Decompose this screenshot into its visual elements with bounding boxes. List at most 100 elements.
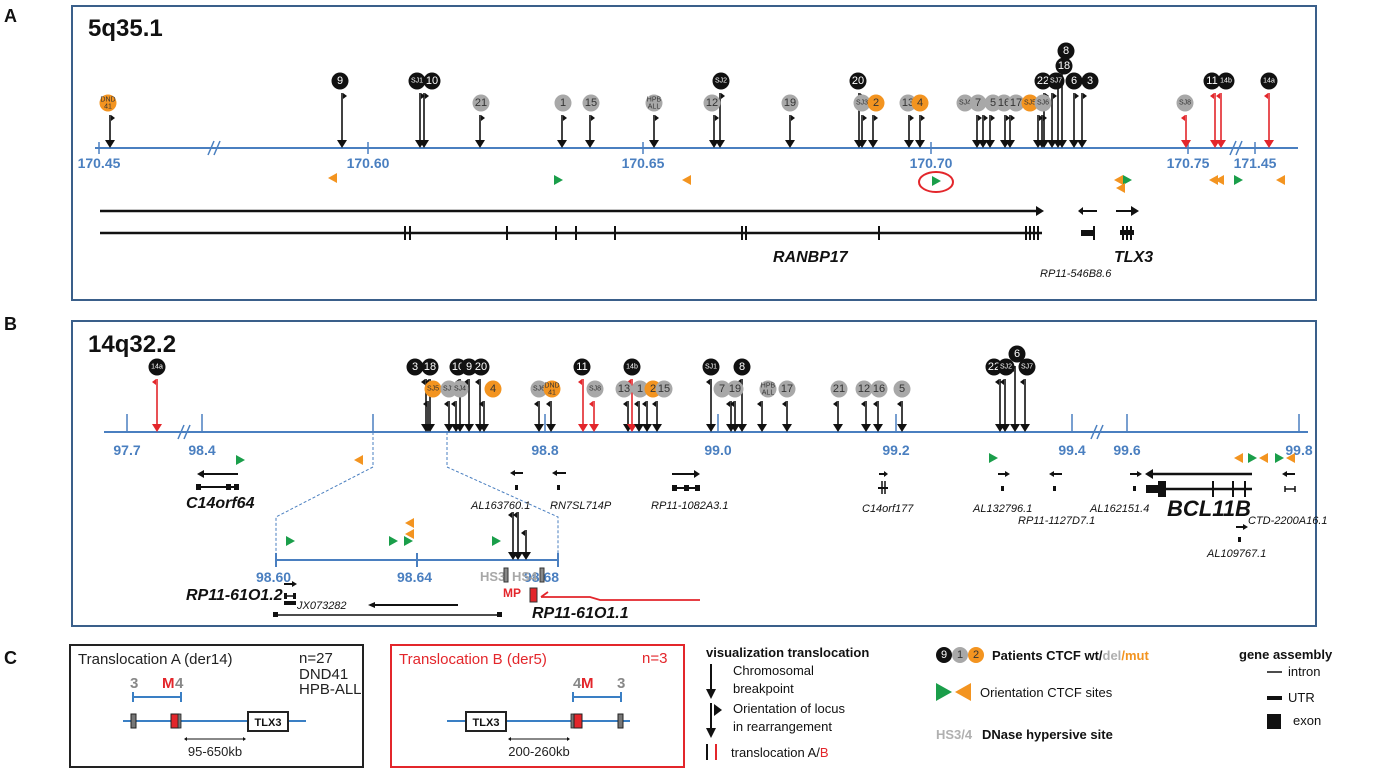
patient-badge: [1217, 72, 1235, 90]
patient-badge-label: 3: [1087, 75, 1093, 87]
gene-label-al109767: AL109767.1: [1206, 548, 1266, 560]
legend-translocation-b: B: [820, 745, 829, 760]
orientation-flag: [655, 115, 659, 121]
orientation-flag: [1181, 115, 1185, 121]
breakpoint-arrowhead: [652, 424, 662, 432]
translocation-a-title: Translocation A (der14): [78, 651, 233, 668]
patient-badge-label: SJ4: [959, 100, 971, 107]
breakpoint-arrowhead: [730, 424, 740, 432]
al132796-exon: [1001, 486, 1004, 491]
patient-badge-label: SJ7: [1050, 78, 1062, 85]
patient-badge-label: 12: [858, 383, 870, 395]
breakpoint-arrowhead: [1181, 140, 1191, 148]
breakpoint-arrowhead: [578, 424, 588, 432]
patient-badge-label: SJ2: [715, 78, 727, 85]
translocation-a-count: n=27: [299, 650, 333, 667]
breakpoint-arrowhead: [706, 424, 716, 432]
patient-badge: [1007, 94, 1025, 112]
patient-badge-label: 1: [560, 97, 566, 109]
legend-utr-icon: [1267, 696, 1282, 700]
orientation-flag: [111, 115, 115, 121]
orientation-flag: [591, 115, 595, 121]
ctcf-reverse-icon: [1114, 175, 1123, 185]
axis-tick-label: 170.70: [910, 155, 953, 171]
orientation-flag: [1000, 379, 1004, 385]
patient-badge: [849, 72, 867, 90]
legend-orientation-flag-icon: [714, 704, 722, 716]
ctcf-reverse-icon: [405, 518, 414, 528]
patient-badge: [870, 380, 888, 398]
panel-a-ctcf-sites: [328, 173, 1285, 193]
breakpoint-arrowhead: [782, 424, 792, 432]
patient-badge-label: 20: [475, 361, 487, 373]
highlight-circle: [918, 171, 954, 193]
legend-translocation-ab: translocation A/: [731, 745, 820, 760]
rp11-61o1-1-exon: [497, 612, 502, 617]
breakpoint-arrowhead: [585, 140, 595, 148]
breakpoint-arrowhead: [534, 424, 544, 432]
bcl11b-exon: [1158, 481, 1166, 497]
translocation-a-label-m: M: [162, 675, 175, 692]
patient-badge-label: SJ7: [1021, 364, 1033, 371]
legend-badge-del: [952, 647, 968, 663]
breakpoint-arrowhead: [152, 424, 162, 432]
patient-badge: [451, 380, 469, 398]
patient-badge-label: ALL: [762, 390, 775, 397]
patient-badge-label: 6: [1014, 348, 1020, 360]
hs4-label: HS4: [512, 569, 538, 584]
breakpoint-arrowhead: [464, 424, 474, 432]
orientation-flag: [897, 401, 901, 407]
axis-break-mark: [1090, 424, 1098, 440]
rp11-1127d7-arrowhead: [1049, 471, 1054, 477]
ctcf-reverse-icon: [1215, 175, 1224, 185]
patient-badge-label: 11: [1206, 75, 1217, 87]
distance-arrowhead: [508, 737, 511, 741]
patient-badge-label: SJ8: [1179, 100, 1191, 107]
patient-badge-label: SJ6: [1037, 100, 1049, 107]
patient-badge: [830, 380, 848, 398]
axis-tick-label: 99.8: [1285, 442, 1312, 458]
legend-ctcf-orientation: Orientation CTCF sites: [980, 685, 1113, 700]
breakpoint-arrowhead: [649, 140, 659, 148]
orientation-flag: [910, 115, 914, 121]
orientation-flag: [444, 401, 448, 407]
breakpoint-arrowhead: [479, 424, 489, 432]
gene-label-ranbp17: RANBP17: [773, 249, 849, 266]
patient-badge: [484, 380, 502, 398]
patient-badge: [1057, 42, 1075, 60]
orientation-flag: [642, 401, 646, 407]
gene-label-rp11-61o1-2: RP11-61O1.2: [186, 587, 283, 604]
breakpoint-arrowhead: [444, 424, 454, 432]
patient-badge: [472, 358, 490, 376]
c14orf64-arrowhead: [197, 470, 204, 478]
breakpoint-arrowhead: [337, 140, 347, 148]
axis-break-mark: [1229, 140, 1237, 156]
rp11-546b8-utr: [1081, 230, 1095, 236]
patient-badge: [655, 380, 673, 398]
axis-break-mark: [213, 140, 221, 156]
translocation-b-tlx3-box: [465, 711, 507, 732]
orientation-flag: [1039, 115, 1043, 121]
c14orf177-arrowhead: [884, 471, 888, 477]
orientation-flag: [706, 379, 710, 385]
legend-breakpoint-line-2: breakpoint: [733, 681, 794, 696]
breakpoint-arrowhead: [978, 140, 988, 148]
axis-tick-label: 97.7: [113, 442, 140, 458]
breakpoint-arrowhead: [1264, 140, 1274, 148]
orientation-flag: [475, 379, 479, 385]
distance-arrowhead: [184, 737, 187, 741]
red-annotation-line: [540, 591, 700, 601]
rp11-61o1-1-exon: [273, 612, 278, 617]
legend-forward-ctcf-icon: [936, 683, 952, 701]
gene-label-rp11-546b8-6: RP11-546B8.6: [1040, 268, 1112, 280]
patient-badge-label: 15: [658, 383, 670, 395]
patient-badge: [615, 380, 633, 398]
patient-badge: [1055, 57, 1073, 75]
breakpoint-arrowhead: [757, 424, 767, 432]
orientation-flag: [978, 115, 982, 121]
patient-badge-label: 6: [1071, 75, 1077, 87]
gene-label-jx073282: JX073282: [296, 600, 347, 612]
translocation-b-label-3: 3: [617, 675, 625, 692]
